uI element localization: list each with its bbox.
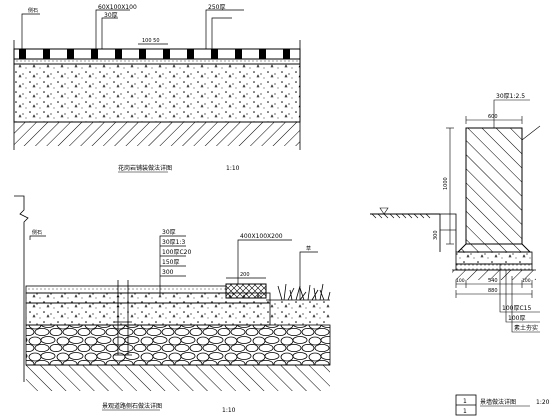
bottom-detail-title: 景观道路侧石做法详图	[102, 402, 162, 410]
bottom-curb-section: 侧石 30厚 30厚1:3 100厚C20 150厚 300 400X100X2…	[14, 195, 331, 414]
section-mark-bottom: 1	[463, 408, 467, 415]
top-callout-mortar: 30厚	[104, 12, 118, 19]
bottom-detail-scale: 1:10	[222, 407, 236, 414]
base-dim-mid: 540	[488, 278, 498, 284]
wall-side-dim: 300	[433, 230, 439, 240]
paving-top-layer	[25, 285, 227, 294]
gravel-layer	[25, 302, 271, 326]
wall-layer-3: 素土夯实	[514, 324, 538, 332]
soil-base	[452, 270, 536, 280]
bottom-layer-1: 30厚	[162, 229, 176, 236]
top-detail-title: 花岗岩铺装做法详图	[118, 164, 172, 172]
section-mark-top: 1	[463, 398, 467, 405]
wall-height-dim: 1000	[443, 177, 449, 190]
wall-layer-1: 100厚C15	[502, 305, 531, 312]
footing-base	[455, 251, 533, 265]
curb-callout: 400X100X200	[240, 233, 283, 240]
section-mark: 1 1	[455, 394, 477, 416]
bottom-layer-3: 100厚C20	[162, 249, 191, 256]
bottom-layer-4: 150厚	[162, 259, 179, 266]
curb-stone	[225, 283, 267, 299]
wall-layer-2: 100厚	[508, 315, 525, 322]
wall-body	[465, 127, 523, 245]
concrete-layer	[13, 63, 301, 123]
soil-layer	[14, 122, 300, 146]
grass-icon	[277, 283, 331, 301]
right-detail-scale: 1:20	[536, 399, 550, 406]
wall-top-dim: 600	[488, 114, 498, 120]
paver-blocks	[13, 48, 301, 60]
right-detail-title: 景墙做法详图	[480, 398, 516, 406]
rubble-stone-layer	[25, 324, 331, 366]
bottom-layer-2: 30厚1:3	[162, 239, 185, 246]
top-detail-scale: 1:10	[226, 165, 240, 172]
bottom-left-callout: 侧石	[32, 229, 42, 236]
curb-dim: 200	[240, 272, 250, 278]
top-center-dim: 100 50	[142, 38, 160, 44]
base-dim-right: 100	[522, 278, 531, 284]
drain-pipe	[114, 280, 132, 356]
wall-top-callout: 30厚1:2.5	[496, 93, 525, 100]
base-dim-left: 100	[456, 278, 465, 284]
top-callout-block: 60X100X100	[98, 4, 137, 11]
bottom-layer-5: 300	[162, 269, 174, 276]
top-callout-base: 250厚	[208, 4, 225, 11]
wall-footing	[456, 243, 532, 253]
base-dim-total: 880	[488, 288, 498, 294]
grass-callout: 草	[306, 245, 311, 252]
right-wall-section: 30厚1:2.5 600 1000 300 100 540 100 880 10…	[370, 93, 550, 416]
mortar-layer	[13, 58, 301, 65]
compacted-soil-layer	[26, 365, 330, 391]
top-left-callout: 侧石	[28, 7, 38, 14]
gravel-base	[455, 263, 533, 271]
top-paving-section: 侧石 60X100X100 30厚 250厚 100 50 花岗岩铺装做法详图 …	[13, 4, 301, 173]
